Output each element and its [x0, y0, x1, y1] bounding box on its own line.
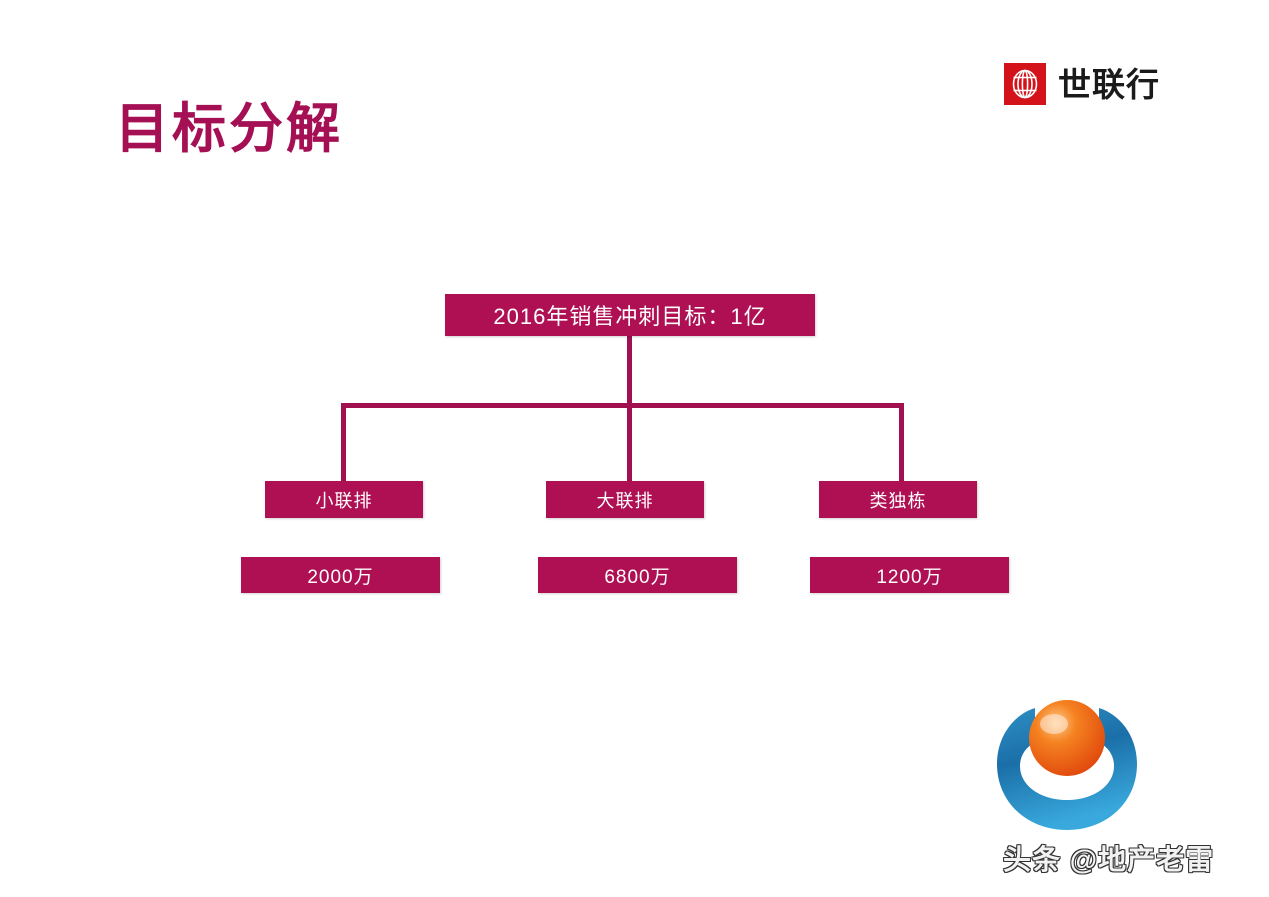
org-node-root-label: 2016年销售冲刺目标：1亿 — [493, 304, 767, 329]
org-node-category-label: 类独栋 — [869, 490, 927, 511]
org-node-category[interactable]: 大联排 — [546, 481, 704, 518]
globe-emblem-icon — [1004, 63, 1046, 105]
connector-root-stem — [627, 336, 632, 481]
brand-name: 世联行 — [1058, 65, 1160, 103]
org-node-amount-label: 6800万 — [604, 566, 671, 588]
connector-drop-right — [899, 403, 904, 481]
org-node-amount[interactable]: 1200万 — [810, 557, 1009, 593]
org-node-amount[interactable]: 6800万 — [538, 557, 737, 593]
toutiao-ring-sphere-icon — [987, 690, 1147, 840]
page-title: 目标分解 — [115, 99, 343, 159]
connector-drop-left — [341, 403, 346, 481]
org-node-root[interactable]: 2016年销售冲刺目标：1亿 — [445, 294, 815, 336]
org-node-category-label: 小联排 — [315, 490, 373, 511]
org-node-amount[interactable]: 2000万 — [241, 557, 440, 593]
org-node-category[interactable]: 类独栋 — [819, 481, 977, 518]
org-node-category-label: 大联排 — [596, 490, 654, 511]
org-node-amount-label: 1200万 — [876, 566, 943, 588]
connector-horizontal-bus — [341, 403, 904, 408]
brand-logo: 世联行 — [1004, 63, 1160, 105]
org-node-amount-label: 2000万 — [307, 566, 374, 588]
org-node-category[interactable]: 小联排 — [265, 481, 423, 518]
watermark-text: 头条 @地产老雷 — [1003, 844, 1215, 875]
